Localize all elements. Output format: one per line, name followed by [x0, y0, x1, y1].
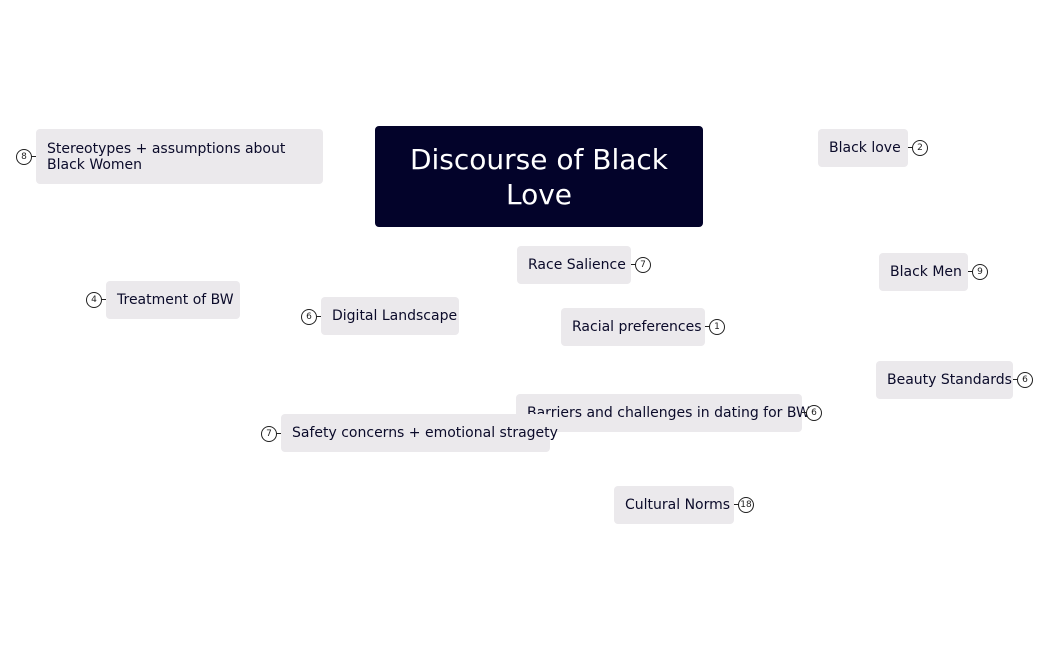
connector: [315, 316, 321, 317]
topic-stereotypes[interactable]: Stereotypes + assumptions about Black Wo…: [36, 129, 323, 184]
topic-barriers-and-challenges[interactable]: Barriers and challenges in dating for BW: [516, 394, 810, 432]
topic-black-love[interactable]: Black love: [818, 129, 908, 167]
topic-label: Racial preferences: [572, 319, 702, 335]
connector: [100, 299, 106, 300]
topic-label: Digital Landscape: [332, 308, 458, 324]
connector: [1013, 379, 1019, 380]
topic-label: Beauty Standards: [887, 372, 1012, 388]
topic-label: Stereotypes + assumptions about Black Wo…: [47, 140, 286, 173]
topic-black-men[interactable]: Black Men: [879, 253, 968, 291]
topic-count-badge[interactable]: 6: [301, 309, 317, 325]
central-topic-label: Discourse of Black Love: [409, 142, 669, 211]
topic-count-badge[interactable]: 6: [1017, 372, 1033, 388]
topic-label: Black Men: [890, 264, 962, 280]
connector: [705, 326, 711, 327]
topic-label: Safety concerns + emotional stragety: [292, 425, 558, 441]
topic-count-badge[interactable]: 9: [972, 264, 988, 280]
topic-label: Barriers and challenges in dating for BW: [527, 405, 810, 421]
topic-label: Treatment of BW: [117, 292, 234, 308]
central-topic[interactable]: Discourse of Black Love: [375, 126, 703, 227]
topic-label: Race Salience: [528, 257, 626, 273]
connector: [908, 147, 914, 148]
topic-cultural-norms[interactable]: Cultural Norms: [614, 486, 734, 524]
topic-racial-preferences[interactable]: Racial preferences: [561, 308, 705, 346]
topic-count-badge[interactable]: 2: [912, 140, 928, 156]
connector: [734, 504, 740, 505]
topic-treatment-of-bw[interactable]: Treatment of BW: [106, 281, 240, 319]
topic-count-badge[interactable]: 18: [738, 497, 754, 513]
topic-count-badge[interactable]: 1: [709, 319, 725, 335]
topic-count-badge[interactable]: 8: [16, 149, 32, 165]
topic-beauty-standards[interactable]: Beauty Standards: [876, 361, 1013, 399]
topic-count-badge[interactable]: 4: [86, 292, 102, 308]
connector: [30, 156, 36, 157]
topic-count-badge[interactable]: 7: [261, 426, 277, 442]
connector: [275, 433, 281, 434]
topic-count-badge[interactable]: 6: [806, 405, 822, 421]
topic-safety-concerns[interactable]: Safety concerns + emotional stragety: [281, 414, 558, 452]
topic-race-salience[interactable]: Race Salience: [517, 246, 631, 284]
topic-digital-landscape[interactable]: Digital Landscape: [321, 297, 459, 335]
connector: [631, 264, 637, 265]
connector: [968, 271, 974, 272]
topic-count-badge[interactable]: 7: [635, 257, 651, 273]
connector: [802, 412, 808, 413]
topic-label: Black love: [829, 140, 901, 156]
topic-label: Cultural Norms: [625, 497, 731, 513]
